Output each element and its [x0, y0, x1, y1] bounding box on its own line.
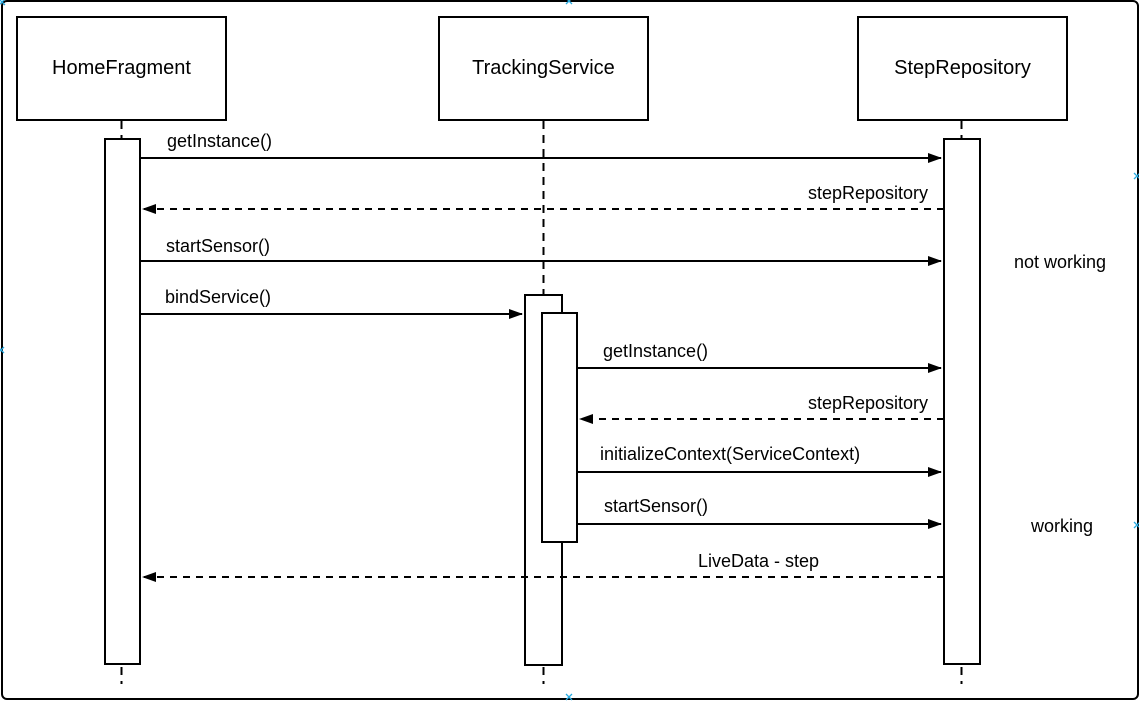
participant-box-steprepository[interactable]: StepRepository [857, 16, 1068, 121]
activation-trackingservice-nested[interactable] [541, 312, 578, 543]
connection-point-icon [0, 0, 6, 6]
message-label-return-steprepository-2[interactable]: stepRepository [807, 393, 928, 413]
message-label-getinstance-1[interactable]: getInstance() [167, 131, 273, 151]
message-label-getinstance-2[interactable]: getInstance() [603, 341, 709, 361]
message-label-livedata-step[interactable]: LiveData - step [698, 551, 820, 571]
connection-point-icon [1133, 521, 1139, 529]
participant-box-homefragment[interactable]: HomeFragment [16, 16, 227, 121]
message-label-startsensor-1[interactable]: startSensor() [166, 236, 271, 256]
message-label-initializecontext[interactable]: initializeContext(ServiceContext) [600, 444, 861, 464]
message-label-return-steprepository-1[interactable]: stepRepository [807, 183, 928, 203]
participant-label: StepRepository [894, 57, 1031, 79]
connection-point-icon [565, 693, 573, 701]
participant-box-trackingservice[interactable]: TrackingService [438, 16, 649, 121]
connection-point-icon [565, 0, 573, 5]
activation-homefragment[interactable] [104, 138, 141, 665]
annotation-working[interactable]: working [1031, 516, 1094, 536]
connection-point-icon [0, 346, 5, 354]
message-label-startsensor-2[interactable]: startSensor() [604, 496, 709, 516]
connection-point-icon [1133, 172, 1139, 180]
participant-label: HomeFragment [52, 57, 191, 79]
participant-label: TrackingService [472, 57, 615, 79]
annotation-not-working[interactable]: not working [1014, 252, 1107, 272]
message-label-bindservice[interactable]: bindService() [165, 287, 272, 307]
activation-steprepository[interactable] [943, 138, 981, 665]
